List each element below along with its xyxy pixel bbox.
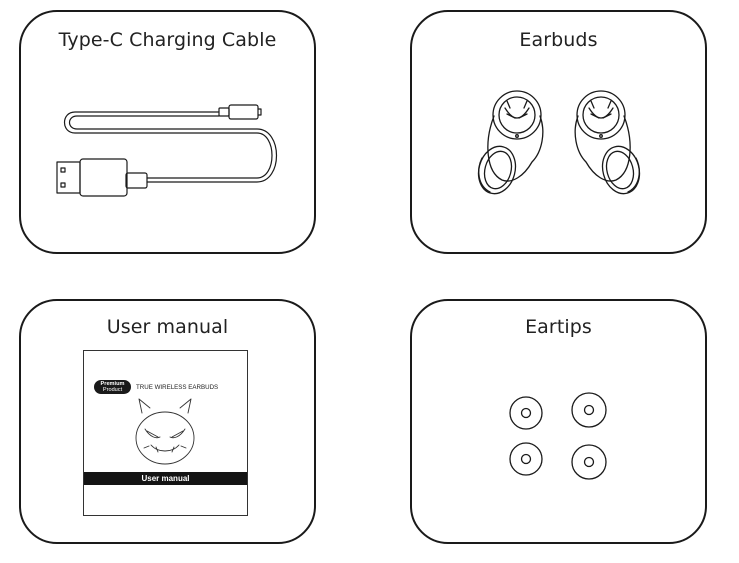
manual-title-bar: User manual (84, 472, 247, 485)
cable-panel: Type-C Charging Cable (19, 10, 316, 254)
eartips-panel-title: Eartips (525, 316, 592, 338)
eartip-icon (571, 392, 607, 428)
usb-type-c-cable-icon (56, 104, 277, 197)
cable-panel-title: Type-C Charging Cable (58, 29, 277, 51)
manual-panel: User manual Premium Product TRUE WIRELES… (19, 299, 316, 544)
earbuds-panel: Earbuds (410, 10, 707, 254)
eartips-group (509, 392, 607, 480)
eartip-icon (509, 442, 543, 476)
eartips-panel: Eartips (410, 299, 707, 544)
premium-badge: Premium Product (94, 380, 131, 394)
badge-line-2: Product (102, 387, 123, 393)
eartip-icon (571, 444, 607, 480)
devil-mascot-icon (135, 398, 195, 465)
badge-line-1: Premium (100, 381, 125, 387)
manual-heading: TRUE WIRELESS EARBUDS (136, 384, 219, 391)
manual-booklet: Premium Product TRUE WIRELESS EARBUDS Us… (83, 350, 248, 516)
earbuds-panel-title: Earbuds (519, 29, 598, 51)
earbuds-icon (477, 90, 641, 195)
manual-panel-title: User manual (106, 316, 229, 338)
eartip-icon (509, 396, 543, 430)
